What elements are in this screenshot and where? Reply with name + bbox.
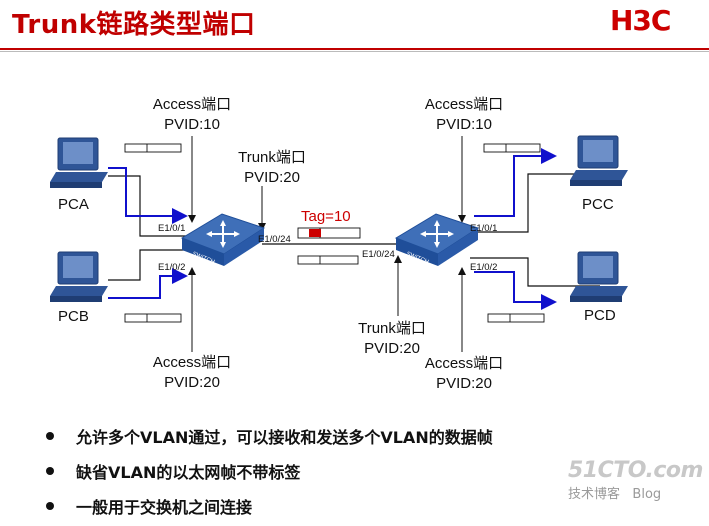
access-bottom-left-line2: PVID:20 <box>164 374 220 391</box>
watermark-main: 51CTO.com <box>568 458 703 483</box>
pc-label-pcb: PCB <box>58 308 89 325</box>
frame-boxes <box>124 143 545 323</box>
title-divider <box>0 48 709 50</box>
bullet-item: 一般用于交换机之间连接 <box>46 488 493 523</box>
access-top-right-line1: Access端口 <box>425 96 503 113</box>
port-sw2-e1: E1/0/1 <box>470 223 497 234</box>
access-top-left-line1: Access端口 <box>153 96 231 113</box>
arrow-pca <box>108 167 188 224</box>
links <box>108 173 600 287</box>
pc-icon <box>570 251 628 302</box>
trunk-right-line2: PVID:20 <box>364 340 420 357</box>
frame-box <box>124 143 182 153</box>
arrow-pcc <box>474 148 557 217</box>
frame-box <box>483 143 541 153</box>
link-pca-sw1 <box>108 175 196 237</box>
frame-box <box>487 313 545 323</box>
bullet-text: 缺省VLAN的以太网帧不带标签 <box>76 462 301 482</box>
bullet-item: 缺省VLAN的以太网帧不带标签 <box>46 453 493 488</box>
watermark-sub-text: 技术博客 <box>568 487 621 502</box>
port-sw2-e2: E1/0/2 <box>470 262 497 273</box>
pc-icon <box>50 251 108 302</box>
switch-1: SWITCH <box>180 213 266 266</box>
watermark-blog: Blog <box>632 487 662 502</box>
frame-box <box>297 255 359 265</box>
frame-box <box>124 313 182 323</box>
pointer-arrows <box>188 136 466 352</box>
trunk-left-line2: PVID:20 <box>244 169 300 186</box>
tag-marker <box>309 229 321 237</box>
bullet-dot <box>46 431 54 440</box>
tag-label: Tag=10 <box>301 208 351 225</box>
port-sw2-e24: E1/0/24 <box>362 249 395 260</box>
link-pcc-sw2 <box>470 173 600 233</box>
access-bottom-left-line1: Access端口 <box>153 354 231 371</box>
link-pcb-sw1 <box>108 249 196 281</box>
watermark: 51CTO.com 技术博客 Blog <box>568 458 703 502</box>
pc-icon <box>50 137 108 188</box>
link-pcd-sw2 <box>470 257 600 287</box>
access-bottom-right-line1: Access端口 <box>425 355 503 372</box>
watermark-sub: 技术博客 Blog <box>568 483 703 502</box>
bullet-text: 一般用于交换机之间连接 <box>76 497 253 517</box>
pc-label-pcc: PCC <box>582 196 614 213</box>
trunk-right-line1: Trunk端口 <box>358 320 426 337</box>
bullet-dot <box>46 466 54 475</box>
frame-arrows <box>108 148 557 310</box>
access-top-right-line2: PVID:10 <box>436 116 492 133</box>
switch-2: SWITCH <box>394 213 480 266</box>
port-sw1-e1: E1/0/1 <box>158 223 185 234</box>
port-sw1-e2: E1/0/2 <box>158 262 185 273</box>
port-sw1-e24: E1/0/24 <box>258 234 291 245</box>
arrow-pcb <box>108 268 188 299</box>
tagged-frame-box <box>297 227 361 239</box>
bullet-list: 允许多个VLAN通过，可以接收和发送多个VLAN的数据帧 缺省VLAN的以太网帧… <box>46 418 493 523</box>
bullet-item: 允许多个VLAN通过，可以接收和发送多个VLAN的数据帧 <box>46 418 493 453</box>
title-divider-shadow <box>0 51 709 52</box>
pc-label-pcd: PCD <box>584 307 616 324</box>
pc-icon <box>570 135 628 186</box>
pc-label-pca: PCA <box>58 196 89 213</box>
trunk-left-line1: Trunk端口 <box>238 149 306 166</box>
access-top-left-line2: PVID:10 <box>164 116 220 133</box>
access-bottom-right-line2: PVID:20 <box>436 375 492 392</box>
arrow-pcd <box>474 271 557 310</box>
bullet-text: 允许多个VLAN通过，可以接收和发送多个VLAN的数据帧 <box>76 427 493 447</box>
page-title: Trunk链路类型端口 <box>12 10 256 40</box>
bullet-dot <box>46 501 54 510</box>
h3c-logo: H3C <box>610 4 671 37</box>
